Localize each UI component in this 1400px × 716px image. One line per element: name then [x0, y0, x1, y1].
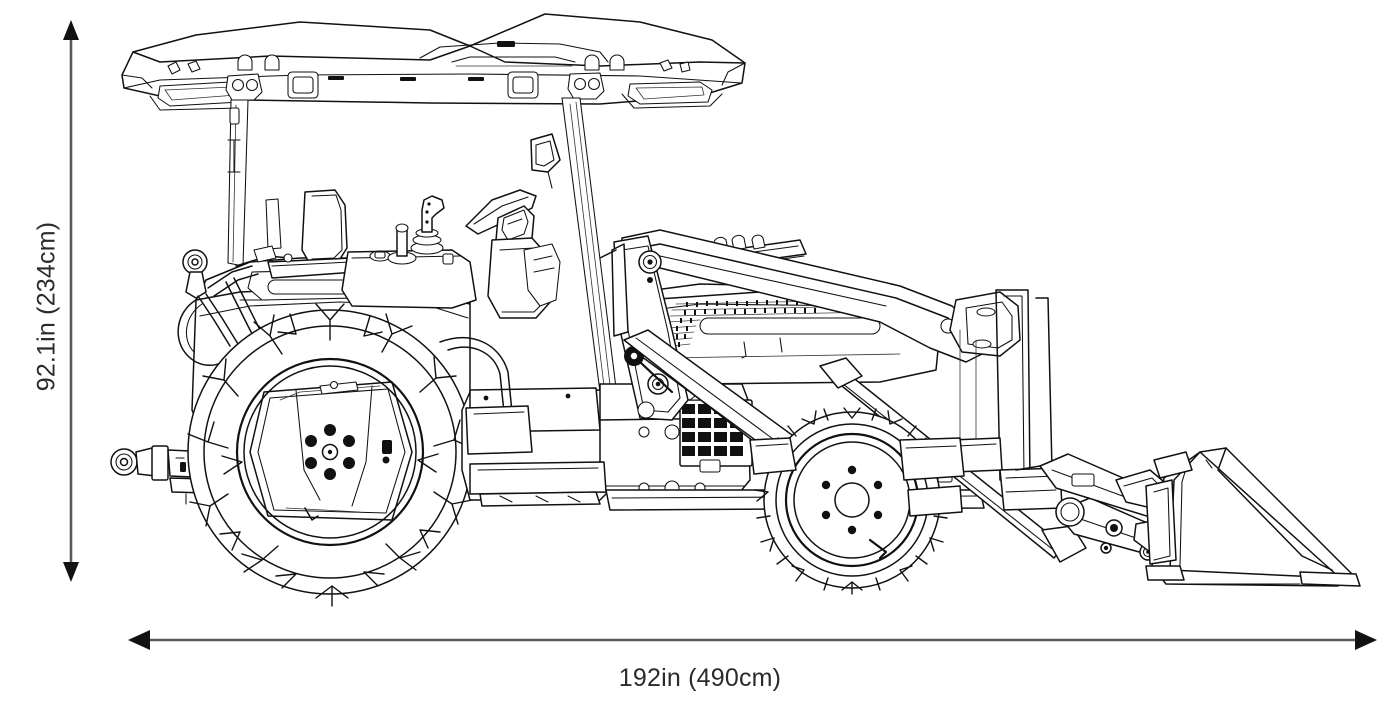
fender-grab-handle: [439, 337, 513, 413]
front-axle-support: [749, 437, 965, 517]
front-steer-wheel: [754, 407, 950, 595]
canopy-post-bracket-rear: [225, 73, 263, 101]
tractor-illustration: [110, 13, 1361, 607]
dash-console: [487, 237, 561, 319]
control-joysticks: [387, 195, 454, 265]
loader-mount-tower: [951, 289, 1063, 511]
control-console: [341, 249, 477, 309]
side-fuel-box: [465, 405, 533, 455]
steering-wheel: [465, 189, 537, 249]
rear-three-point-hitch: [177, 245, 293, 377]
height-dimension-label: 92.1in (234cm): [32, 221, 61, 392]
height-dimension-arrow: [63, 20, 79, 582]
rops-support-posts: [227, 97, 617, 393]
width-dimension-arrow: [128, 630, 1377, 650]
rops-canopy-roof: [121, 13, 746, 111]
loader-bucket: [1145, 447, 1361, 587]
rear-view-mirror: [530, 133, 561, 189]
canopy-work-lamp-right: [621, 81, 723, 109]
width-dimension-label: 192in (490cm): [618, 664, 782, 692]
operator-step: [469, 461, 607, 507]
operator-seat: [267, 189, 357, 279]
canopy-post-bracket-front: [567, 72, 605, 100]
